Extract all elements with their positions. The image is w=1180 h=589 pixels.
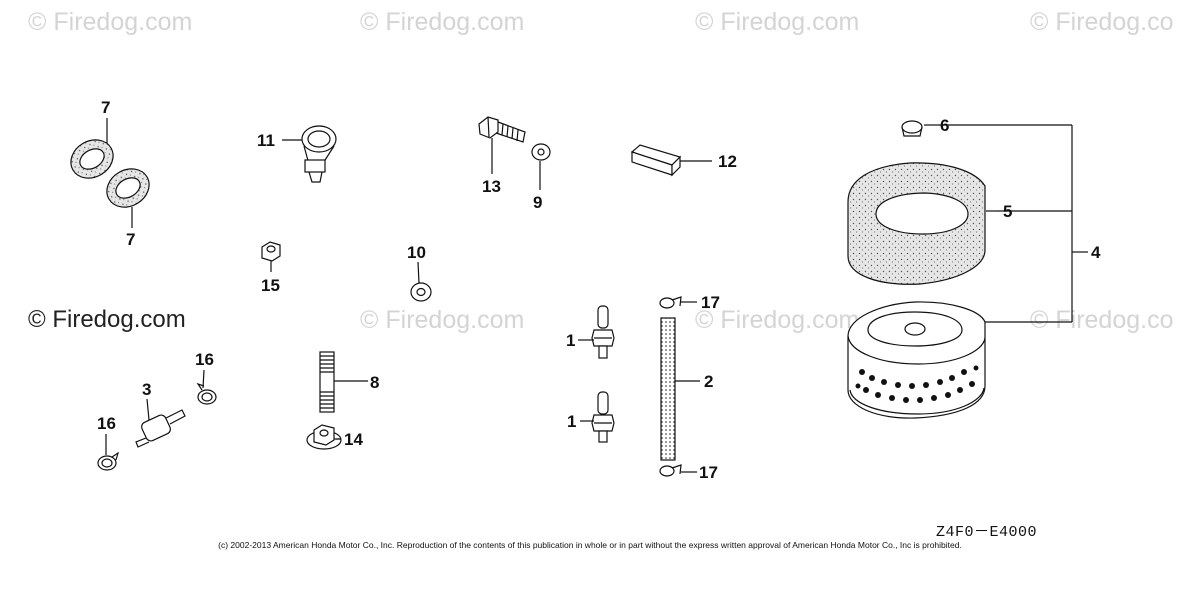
fitting-part-1a[interactable] — [591, 305, 615, 359]
clip-part-17b[interactable] — [659, 464, 682, 477]
washer-part-9[interactable] — [531, 143, 551, 161]
watermark: © Firedog.com — [695, 306, 860, 334]
watermark: © Firedog.com — [28, 8, 193, 36]
callout-2: 2 — [704, 372, 713, 391]
callout-16: 16 — [97, 414, 116, 433]
key-part-12[interactable] — [630, 144, 682, 177]
fuel-tube-part-2[interactable] — [660, 317, 676, 461]
bolt-part-13[interactable] — [478, 116, 526, 143]
watermark: © Firedog.co — [1030, 306, 1174, 334]
clip-part-16a[interactable] — [196, 382, 217, 405]
clip-part-16b[interactable] — [97, 451, 120, 471]
grommet-part-6[interactable] — [901, 120, 923, 137]
copyright-notice: (c) 2002-2013 American Honda Motor Co., … — [218, 540, 962, 550]
watermark-main: © Firedog.com — [28, 306, 186, 333]
callout-11: 11 — [257, 131, 275, 150]
foam-element-part-5[interactable] — [847, 162, 986, 285]
fitting-part-1b[interactable] — [591, 391, 615, 443]
callout-17: 17 — [699, 463, 718, 482]
air-filter-element-part-4[interactable] — [847, 301, 986, 419]
callout-1: 1 — [566, 331, 575, 350]
diagram-reference-code: Z4F0－E4000 — [936, 524, 1038, 541]
callout-12: 12 — [718, 152, 737, 171]
callout-6: 6 — [940, 116, 949, 135]
watermark: © Firedog.com — [360, 306, 525, 334]
callout-10: 10 — [407, 243, 426, 262]
watermark: © Firedog.com — [695, 8, 860, 36]
callout-17: 17 — [701, 293, 720, 312]
callout-7: 7 — [101, 98, 110, 117]
gasket-part-7a[interactable] — [64, 132, 120, 185]
callout-1: 1 — [567, 412, 576, 431]
watermark: © Firedog.co — [1030, 8, 1174, 36]
nut-part-15[interactable] — [261, 241, 281, 262]
stud-part-8[interactable] — [319, 351, 335, 413]
callout-15: 15 — [261, 276, 280, 295]
callout-14: 14 — [344, 430, 363, 449]
callout-8: 8 — [370, 373, 379, 392]
callout-4: 4 — [1091, 243, 1101, 262]
fuel-filter-part-3[interactable] — [135, 409, 186, 448]
callout-16: 16 — [195, 350, 214, 369]
callout-3: 3 — [142, 380, 151, 399]
clip-part-17a[interactable] — [659, 296, 682, 309]
callout-9: 9 — [533, 193, 542, 212]
callout-5: 5 — [1003, 202, 1012, 221]
gasket-part-7b[interactable] — [100, 161, 156, 214]
watermark: © Firedog.com — [360, 8, 525, 36]
callout-13: 13 — [482, 177, 501, 196]
callout-7: 7 — [126, 230, 135, 249]
washer-part-10[interactable] — [410, 282, 432, 302]
flange-nut-part-14[interactable] — [306, 424, 342, 450]
clamp-part-11[interactable] — [301, 125, 337, 183]
